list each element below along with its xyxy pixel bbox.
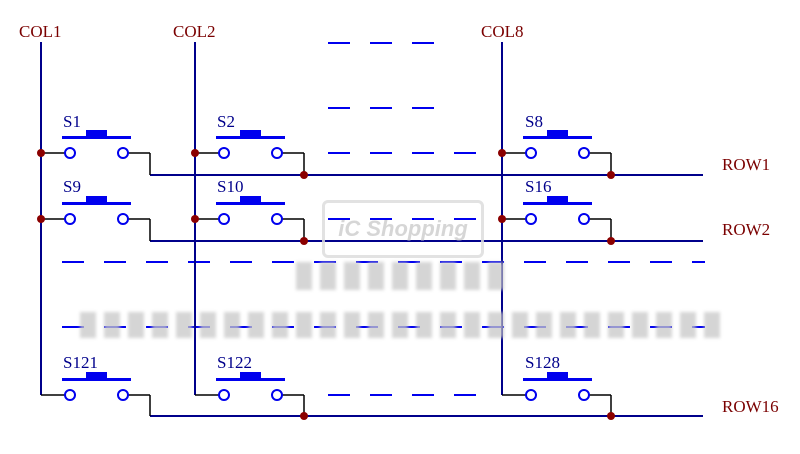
switch-contact [271, 213, 283, 225]
junction-dot [191, 215, 199, 223]
switch-actuator-bar [62, 202, 131, 205]
watermark-logo: iC Shopping [322, 200, 484, 258]
switch-contact [271, 389, 283, 401]
switch-contact [117, 389, 129, 401]
switch-actuator-bar [62, 136, 131, 139]
switch-contact [525, 389, 537, 401]
switch-label: S9 [63, 177, 81, 196]
switch-label: S128 [525, 353, 560, 372]
switch-button [86, 372, 107, 379]
switch-button [547, 372, 568, 379]
blurred-watermark-text [296, 262, 506, 290]
switch-label: S16 [525, 177, 552, 196]
junction-dot [498, 149, 506, 157]
switch-actuator-bar [523, 202, 592, 205]
switch-contact [271, 147, 283, 159]
junction-dot [498, 215, 506, 223]
blurred-watermark-url [80, 312, 725, 338]
switch-contact [117, 213, 129, 225]
switch-button [240, 130, 261, 137]
switch-button [240, 372, 261, 379]
switch-contact [578, 147, 590, 159]
switch-contact [64, 389, 76, 401]
junction-dot [300, 171, 308, 179]
row-label-row2: ROW2 [722, 220, 771, 239]
junction-dot [191, 149, 199, 157]
switch-contact [578, 213, 590, 225]
switch-actuator-bar [216, 202, 285, 205]
switch-contact [578, 389, 590, 401]
switch-contact [218, 213, 230, 225]
switch-label: S122 [217, 353, 252, 372]
row-label-row1: ROW1 [722, 155, 771, 174]
switch-actuator-bar [523, 136, 592, 139]
junction-dot [37, 149, 45, 157]
switch-actuator-bar [216, 136, 285, 139]
switch-label: S1 [63, 112, 81, 131]
switch-button [86, 130, 107, 137]
column-label-col2: COL2 [173, 22, 216, 41]
switch-contact [525, 147, 537, 159]
switch-button [547, 196, 568, 203]
junction-dot [300, 237, 308, 245]
column-label-col1: COL1 [19, 22, 62, 41]
switch-contact [218, 147, 230, 159]
switch-contact [64, 147, 76, 159]
junction-dot [300, 412, 308, 420]
junction-dot [37, 215, 45, 223]
switch-contact [525, 213, 537, 225]
switch-contact [64, 213, 76, 225]
row-label-row16: ROW16 [722, 397, 779, 416]
junction-dot [607, 412, 615, 420]
junction-dot [607, 171, 615, 179]
switch-button [547, 130, 568, 137]
switch-actuator-bar [62, 378, 131, 381]
junction-dot [607, 237, 615, 245]
switch-actuator-bar [523, 378, 592, 381]
switch-button [86, 196, 107, 203]
switch-label: S121 [63, 353, 98, 372]
switch-actuator-bar [216, 378, 285, 381]
column-label-col8: COL8 [481, 22, 524, 41]
switch-label: S2 [217, 112, 235, 131]
switch-label: S10 [217, 177, 244, 196]
switch-label: S8 [525, 112, 543, 131]
switch-contact [218, 389, 230, 401]
switch-contact [117, 147, 129, 159]
switch-button [240, 196, 261, 203]
